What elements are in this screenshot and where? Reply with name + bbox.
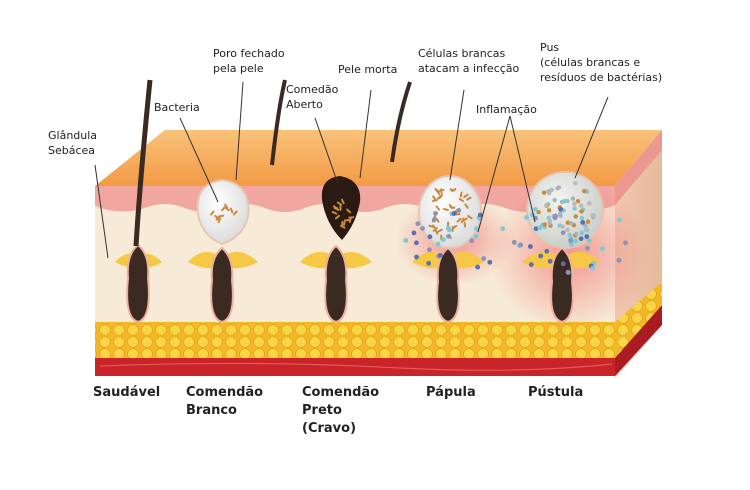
label-pus: Pus (células brancas e resíduos de bacté… — [540, 41, 663, 84]
annotation-lines — [94, 81, 609, 259]
hair-2 — [390, 81, 412, 163]
white-cells-pustule — [511, 206, 628, 275]
fat-layer — [95, 322, 615, 360]
pus-cells — [533, 180, 597, 241]
muscle-layer-side — [615, 305, 662, 376]
stage-comendao-branco: Comendão Branco — [186, 385, 264, 418]
label-pele-morta: Pele morta — [338, 63, 398, 76]
white-cells-papule — [403, 207, 506, 270]
hair-1 — [270, 79, 287, 166]
stage-pustula: Pústula — [528, 385, 584, 400]
bacteria-whitehead — [210, 203, 238, 224]
label-comedao-aberto: Comedão Aberto — [286, 83, 339, 111]
stage-papula: Pápula — [426, 385, 476, 400]
stage-saudavel: Saudável — [93, 385, 161, 400]
bacteria-papule — [428, 187, 473, 241]
label-poro-fechado: Poro fechado pela pele — [213, 47, 285, 75]
bacteria-blackhead — [331, 198, 355, 229]
muscle-layer — [95, 358, 615, 376]
follicle-whitehead — [188, 178, 258, 324]
label-inflamacao: Inflamação — [476, 103, 537, 116]
label-celulas-brancas: Células brancas atacam a infecção — [418, 47, 520, 75]
fat-layer-side — [615, 282, 662, 360]
label-bacteria: Bacteria — [154, 101, 200, 114]
stage-comendao-preto: Comendão Preto (Cravo) — [302, 385, 380, 436]
follicle-healthy — [115, 79, 162, 324]
muscle-fibers — [99, 362, 613, 371]
label-glandula-sebacea: Glândula Sebácea — [48, 129, 98, 157]
epidermis-side — [615, 130, 662, 205]
